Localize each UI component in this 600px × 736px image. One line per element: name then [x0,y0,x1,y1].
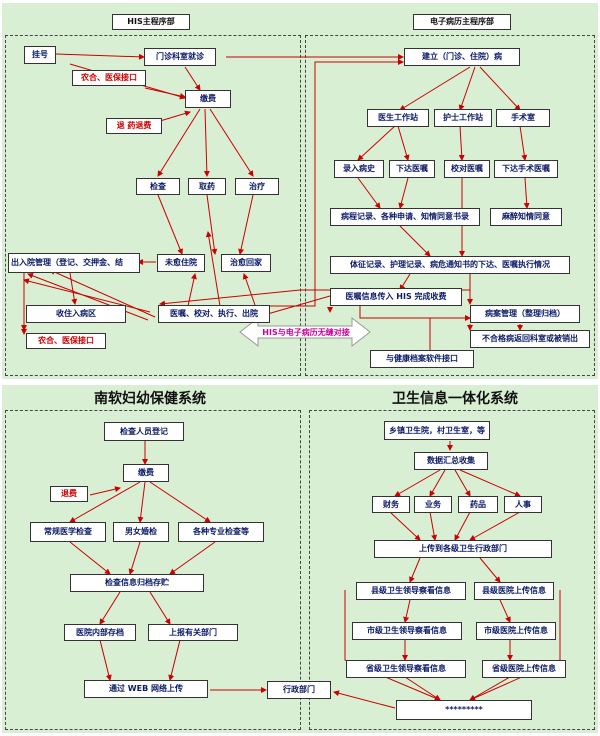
sheng-hospital-box: 省级医院上传信息 [482,660,566,678]
operating-room-box: 手术室 [496,109,550,127]
weisheng-title: 卫生信息一体化系统 [392,391,518,407]
guahao-box: 挂号 [24,46,56,64]
bingan-box: 病案管理（整理归档） [470,305,580,323]
health-record-interface-box: 与健康档案软件接口 [370,350,474,368]
jiancha-box: 检查 [136,178,180,195]
changgui-box: 常规医学检查 [30,522,106,542]
jianli-box: 建立（门诊、住院）病 [404,48,520,66]
churuyuan-box: 出入院管理（登记、交押金、结 [8,253,140,273]
stars-box: ********* [396,700,532,720]
nurse-station-box: 护士工作站 [434,109,492,127]
jiaodui-box: 校对医嘱 [444,160,490,178]
jiaofei-box: 缴费 [185,90,231,108]
xiangzhen-box: 乡镇卫生院，村卫生室，等 [384,421,490,440]
xian-hospital-box: 县级医院上传信息 [474,582,554,600]
yaopin-box: 药品 [458,496,498,513]
xiada-shoushu-box: 下达手术医嘱 [494,160,558,178]
zhiyu-box: 治愈回家 [221,254,271,272]
chuanru-box: 医嘱信息传入 HIS 完成收费 [330,288,462,306]
weisheng-region [309,410,595,730]
fuyou-title: 南软妇幼保健系统 [94,391,206,407]
tuiyao-box: 退 药退费 [106,118,162,134]
shangchuan-box: 上传到各级卫生行政部门 [374,540,552,558]
emr-title: 电子病历主程序部 [413,14,511,30]
weiyu-box: 未愈住院 [157,254,205,272]
dengji-box: 检查人员登记 [104,422,184,441]
caiwu-box: 财务 [372,496,410,513]
doctor-station-box: 医生工作站 [367,109,429,127]
yizhu-box: 医嘱、校对、执行、出院 [158,305,270,323]
guidang-box: 检查信息归档存贮 [70,574,204,592]
fuyou-jiaofei-box: 缴费 [123,464,169,482]
his-region [5,35,301,376]
xingzheng-box: 行政部门 [267,681,331,699]
web-upload-box: 通过 WEB 网络上传 [84,680,208,698]
bingcheng-box: 病程记录、各种申请、知情同意书录 [330,208,480,226]
xiada-box: 下达医嘱 [389,160,435,178]
fuyou-region [5,410,301,730]
shouzhu-box: 收住入病区 [26,305,126,323]
luru-box: 录入病史 [334,160,384,178]
menzhen-box: 门诊科室就诊 [144,48,216,66]
his-title: HIS主程序部 [112,14,190,30]
huizong-box: 数据汇总收集 [414,452,488,470]
mazui-box: 麻醉知情同意 [490,208,562,226]
xian-leader-box: 县级卫生领导察看信息 [356,582,466,600]
shangbao-box: 上报有关部门 [148,624,238,641]
zhuanye-box: 各种专业检查等 [178,522,264,542]
nonghe-interface-box-2: 农合、医保接口 [26,333,106,349]
neibu-box: 医院内部存档 [64,624,136,641]
emr-region [305,35,595,376]
tizheng-box: 体征记录、护理记录、病危通知书的下达、医嘱执行情况 [330,256,570,274]
quyao-box: 取药 [188,178,226,195]
hunjian-box: 男女婚检 [113,522,169,542]
yewu-box: 业务 [414,496,452,513]
buhege-box: 不合格病返回科室或被销出 [470,330,590,348]
shi-leader-box: 市级卫生领导察看信息 [352,622,462,640]
his-emr-link-label: HIS与电子病历无缝对接 [262,328,350,337]
renshi-box: 人事 [504,496,542,513]
sheng-leader-box: 省级卫生领导察看信息 [346,660,466,678]
tuifei-box: 退费 [50,486,88,502]
zhiliao-box: 治疗 [235,178,279,195]
nonghe-interface-box: 农合、医保接口 [72,70,146,86]
shi-hospital-box: 市级医院上传信息 [476,622,556,640]
